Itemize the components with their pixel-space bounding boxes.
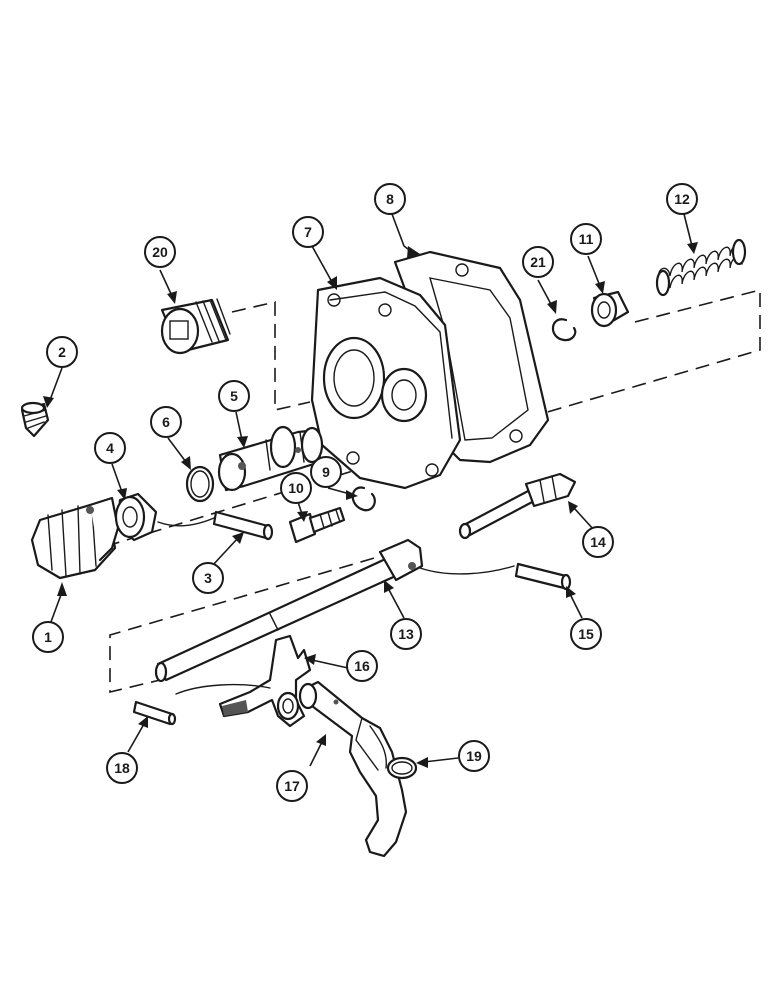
detent-pin-part-14	[458, 472, 577, 540]
svg-text:18: 18	[114, 760, 130, 776]
callout-1: 1	[32, 621, 64, 653]
roll-pin-part-3	[157, 510, 274, 541]
shift-lever-part-17	[298, 680, 408, 858]
callout-14: 14	[582, 526, 614, 558]
svg-text:3: 3	[204, 570, 212, 586]
collar-part-4	[114, 492, 158, 542]
callout-4: 4	[94, 432, 126, 464]
spring-part-12	[655, 238, 747, 297]
svg-text:8: 8	[386, 191, 394, 207]
callout-11: 11	[570, 223, 602, 255]
lock-washer-part-9	[351, 486, 376, 512]
svg-text:19: 19	[466, 748, 482, 764]
callout-3: 3	[192, 562, 224, 594]
callout-20: 20	[144, 236, 176, 268]
callout-15: 15	[570, 618, 602, 650]
callout-labels: 1 2 3 4 5 6 7 8 9 10 11 12 13 14 15 16 1…	[32, 183, 698, 802]
callout-12: 12	[666, 183, 698, 215]
callout-6: 6	[150, 406, 182, 438]
knob-part-1	[30, 496, 120, 580]
svg-text:17: 17	[284, 778, 300, 794]
svg-text:6: 6	[162, 414, 170, 430]
svg-text:7: 7	[304, 224, 312, 240]
callout-16: 16	[346, 650, 378, 682]
svg-text:15: 15	[578, 626, 594, 642]
bushing-part-11	[590, 290, 630, 328]
svg-text:21: 21	[530, 254, 546, 270]
svg-text:16: 16	[354, 658, 370, 674]
svg-text:2: 2	[58, 344, 66, 360]
set-screw-part-2	[20, 401, 50, 438]
leader-lines	[43, 213, 698, 768]
spool-part-5	[217, 425, 324, 492]
callout-19: 19	[458, 740, 490, 772]
callout-9: 9	[310, 456, 342, 488]
svg-text:10: 10	[288, 480, 304, 496]
callout-13: 13	[390, 618, 422, 650]
svg-text:14: 14	[590, 534, 606, 550]
callout-8: 8	[374, 183, 406, 215]
svg-text:5: 5	[230, 388, 238, 404]
roll-pin-part-18	[132, 700, 177, 726]
clip-part-21	[551, 318, 577, 342]
callout-5: 5	[218, 380, 250, 412]
callout-21: 21	[522, 246, 554, 278]
svg-text:4: 4	[106, 440, 114, 456]
callout-2: 2	[46, 336, 78, 368]
svg-text:1: 1	[44, 629, 52, 645]
callout-10: 10	[280, 472, 312, 504]
callout-7: 7	[292, 216, 324, 248]
shift-fork-part-16	[175, 634, 312, 728]
shift-rail-part-13	[154, 538, 424, 683]
plug-part-20	[160, 298, 231, 355]
svg-text:20: 20	[152, 244, 168, 260]
roll-pin-part-15	[419, 562, 572, 591]
snap-ring-part-19	[386, 756, 418, 780]
svg-text:12: 12	[674, 191, 690, 207]
callout-18: 18	[106, 752, 138, 784]
o-ring-part-6	[185, 465, 215, 503]
callout-17: 17	[276, 770, 308, 802]
svg-text:11: 11	[579, 231, 594, 247]
svg-text:13: 13	[398, 626, 414, 642]
cover-plate-part-7	[310, 276, 462, 490]
svg-text:9: 9	[322, 464, 330, 480]
